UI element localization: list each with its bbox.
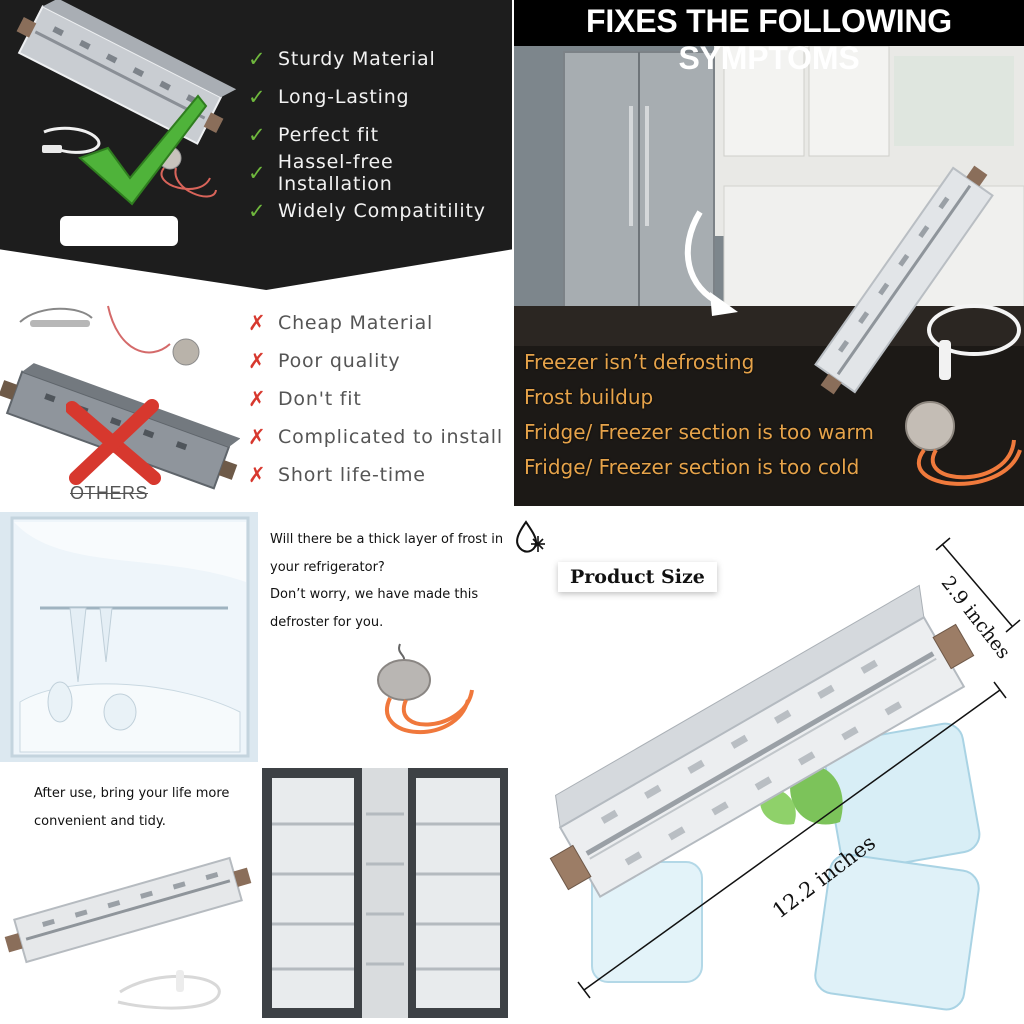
pro-label: Sturdy Material xyxy=(278,48,436,70)
curved-arrow-icon xyxy=(684,210,738,316)
thermostat-image xyxy=(905,401,1022,486)
pro-label: Hassel-free Installation xyxy=(277,151,394,195)
cross-icon: ✗ xyxy=(248,463,266,487)
pro-item: ✓ Widely Compatitility xyxy=(248,192,512,230)
heater-image xyxy=(814,165,994,395)
frost-answer: Don’t worry, we have made this defroster… xyxy=(270,587,479,630)
pro-item: ✓ Perfect fit xyxy=(248,116,512,154)
after-use-text-block: After use, bring your life more convenie… xyxy=(34,780,254,835)
check-icon: ✓ xyxy=(248,85,266,109)
con-label: Short life-time xyxy=(278,464,426,486)
pros-list: ✓ Sturdy Material ✓ Long-Lasting ✓ Perfect … xyxy=(248,40,512,230)
product-size-title: Product Size xyxy=(558,562,717,592)
heater-with-wire-image xyxy=(4,856,252,1010)
pro-item: ✓ Hassel-free Installation xyxy=(248,151,512,195)
cons-list: ✗ Cheap Material ✗ Poor quality ✗ Don't fit… xyxy=(248,304,503,494)
con-item: ✗ Cheap Material xyxy=(248,304,503,342)
symptoms-title: FIXES THE FOLLOWING SYMPTOMS xyxy=(586,3,952,76)
con-item: ✗ Complicated to install xyxy=(248,418,503,456)
con-item: ✗ Short life-time xyxy=(248,456,503,494)
big-cross-icon xyxy=(66,399,161,485)
cross-icon: ✗ xyxy=(248,311,266,335)
check-icon: ✓ xyxy=(248,199,266,223)
symptom-item: Frost buildup xyxy=(524,385,654,409)
frost-panel: Will there be a thick layer of frost in … xyxy=(0,512,512,762)
frosted-freezer-image xyxy=(0,512,258,762)
symptoms-list: Freezer isn’t defrosting Frost buildup F… xyxy=(524,350,874,490)
cross-icon: ✗ xyxy=(248,387,266,411)
others-label: OTHERS xyxy=(70,483,149,503)
symptom-item: Freezer isn’t defrosting xyxy=(524,350,755,374)
frost-question: Will there be a thick layer of frost in … xyxy=(270,532,504,575)
symptoms-panel: FIXES THE FOLLOWING SYMPTOMS xyxy=(514,0,1024,506)
pro-item: ✓ Long-Lasting xyxy=(248,78,512,116)
cross-icon: ✗ xyxy=(248,425,266,449)
check-icon: ✓ xyxy=(248,161,266,185)
after-use-panel: After use, bring your life more convenie… xyxy=(0,762,512,1024)
heater-kit-image xyxy=(16,0,237,198)
ice-cubes-image xyxy=(591,722,981,1011)
wire-sensor-image xyxy=(927,304,1021,380)
con-label: Poor quality xyxy=(278,350,401,372)
con-label: Complicated to install xyxy=(278,426,503,448)
pro-label: Widely Compatitility xyxy=(278,200,486,222)
check-icon: ✓ xyxy=(248,47,266,71)
dimension-lines xyxy=(577,537,1021,999)
con-item: ✗ Don't fit xyxy=(248,380,503,418)
symptom-item: Fridge/ Freezer section is too cold xyxy=(524,455,860,479)
con-label: Don't fit xyxy=(278,388,362,410)
pro-label: Perfect fit xyxy=(278,124,379,146)
water-snowflake-icon xyxy=(516,520,545,553)
title-bar xyxy=(514,0,1024,46)
product-size-panel: Product Size xyxy=(512,512,1024,1024)
big-check-icon xyxy=(78,94,208,206)
open-refrigerator-image xyxy=(258,764,512,1022)
pro-item: ✓ Sturdy Material xyxy=(248,40,512,78)
brand-placeholder xyxy=(60,216,178,246)
con-label: Cheap Material xyxy=(278,312,434,334)
symptom-item: Fridge/ Freezer section is too warm xyxy=(524,420,874,444)
cross-icon: ✗ xyxy=(248,349,266,373)
heater-image xyxy=(549,584,975,899)
after-use-text: After use, bring your life more convenie… xyxy=(34,786,230,829)
check-icon: ✓ xyxy=(248,123,266,147)
thermostat-image xyxy=(377,643,474,734)
pro-label: Long-Lasting xyxy=(278,86,410,108)
con-item: ✗ Poor quality xyxy=(248,342,503,380)
comparison-panel: ✓ Sturdy Material ✓ Long-Lasting ✓ Perfect … xyxy=(0,0,512,510)
frost-text: Will there be a thick layer of frost in … xyxy=(270,526,510,636)
